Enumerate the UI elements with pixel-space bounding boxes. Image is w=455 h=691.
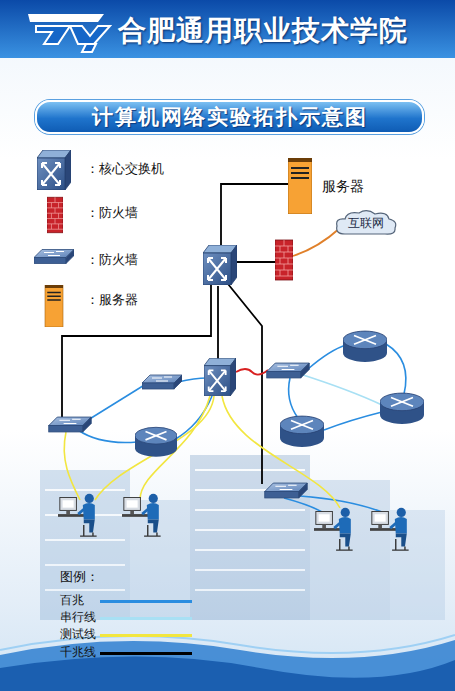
legend-text: 串行线 [60, 609, 96, 626]
fast-ethernet-wires [78, 344, 406, 512]
switch-symbol [34, 250, 74, 264]
server-node: 服务器 [286, 156, 376, 216]
router [135, 427, 177, 456]
red-wire [236, 369, 268, 375]
core-switch [203, 245, 237, 285]
legend-text: ：防火墙 [86, 204, 138, 222]
legend-swatch [100, 634, 192, 637]
router [343, 331, 387, 362]
fast-ethernet-wire [78, 430, 137, 443]
core-switch [204, 358, 236, 396]
switch [142, 375, 182, 389]
node-label: 服务器 [322, 178, 364, 196]
firewall [275, 240, 293, 280]
legend-text: 千兆线 [60, 644, 96, 661]
internet-wire [293, 228, 340, 256]
server-symbol [45, 285, 63, 327]
legend-text: 测试线 [60, 626, 96, 643]
fast-ethernet-wire [289, 378, 298, 418]
legend-text: ：服务器 [86, 291, 138, 309]
gigabit-wire [221, 184, 288, 246]
gigabit-wire [217, 286, 219, 361]
test-wire [64, 432, 80, 500]
internet-cloud: 互联网 [333, 209, 399, 237]
computer-user [58, 494, 97, 536]
fast-ethernet-wire [284, 498, 322, 512]
router [380, 393, 424, 424]
legend-swatch [100, 652, 192, 655]
fast-ethernet-wire [386, 344, 406, 394]
school-logo [28, 14, 110, 52]
serial-wire [300, 374, 382, 405]
fast-ethernet-wire [174, 396, 212, 440]
computer-user [314, 508, 353, 550]
node-label: 互联网 [333, 215, 399, 232]
legend-heading: 图例： [60, 568, 99, 586]
gigabit-wires [62, 184, 288, 484]
server-icon [288, 157, 312, 215]
fast-ethernet-wire [324, 412, 382, 430]
fast-ethernet-wire [300, 496, 382, 512]
switch [267, 363, 310, 378]
fast-ethernet-wire [308, 345, 346, 369]
legend-text: ：防火墙 [86, 251, 138, 269]
router [280, 416, 324, 447]
legend-swatch [100, 600, 192, 603]
gigabit-wire [62, 284, 211, 418]
fast-ethernet-wire [178, 378, 207, 382]
header-band [0, 0, 455, 58]
legend-text: ：核心交换机 [86, 160, 164, 178]
title-text: 计算机网络实验拓扑示意图 [92, 103, 368, 131]
fast-ethernet-wire [88, 384, 146, 420]
switch [49, 417, 92, 432]
bottom-wave [0, 640, 455, 691]
test-wire [222, 396, 340, 508]
computer-user [122, 494, 161, 536]
legend-swatch [100, 617, 192, 620]
gigabit-wire [237, 261, 276, 263]
title-banner: 计算机网络实验拓扑示意图 [35, 100, 424, 134]
legend-text: 百兆 [60, 592, 84, 609]
computer-user [370, 508, 409, 550]
bottom-wave [0, 657, 455, 691]
core-switch-symbol [37, 150, 71, 190]
firewall-symbol [47, 197, 63, 233]
building-photo [40, 455, 445, 620]
switch [265, 483, 308, 498]
test-wires [64, 396, 340, 508]
test-wire [95, 396, 214, 500]
school-name: 合肥通用职业技术学院 [118, 12, 408, 50]
